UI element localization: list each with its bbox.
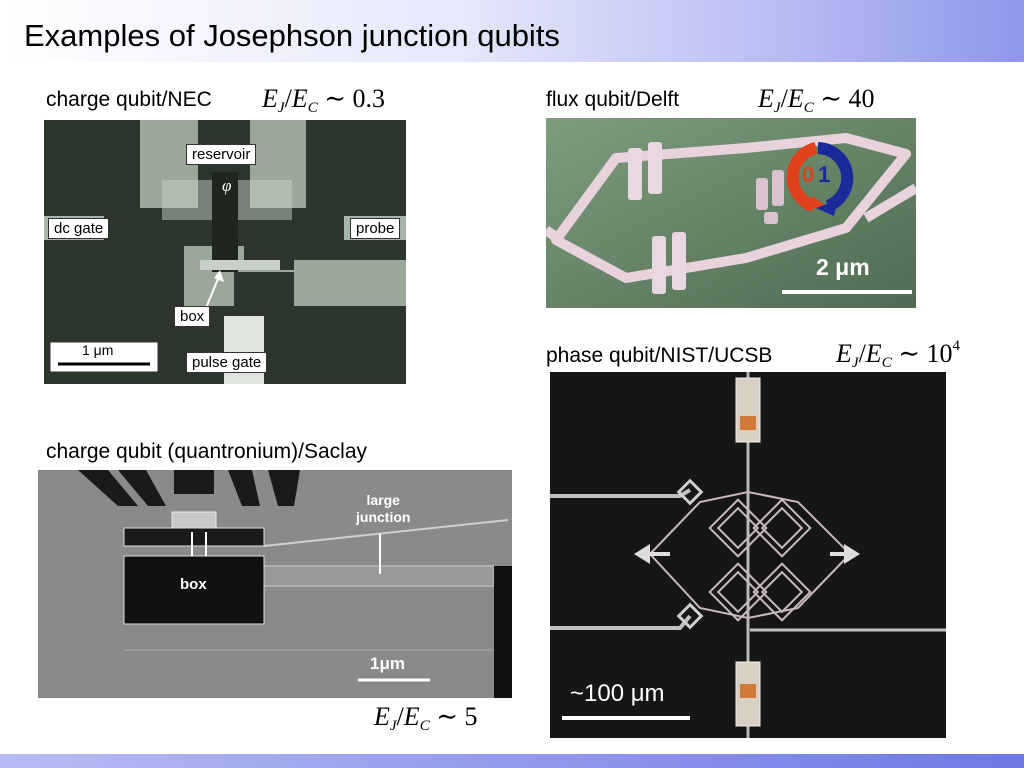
- nist-caption: phase qubit/NIST/UCSB: [546, 344, 773, 367]
- ec-symbol: E: [865, 339, 882, 368]
- box-label: box: [174, 306, 211, 327]
- saclay-ratio-value: 5: [464, 702, 478, 731]
- delft-caption: flux qubit/Delft: [546, 88, 680, 111]
- slash: /: [284, 84, 292, 113]
- slide-title: Examples of Josephson junction qubits: [24, 18, 560, 53]
- phi-label: φ: [222, 176, 232, 195]
- slash: /: [780, 84, 788, 113]
- nec-micrograph: reservoir φ dc gate probe box 1 μm pulse…: [44, 120, 406, 384]
- saclay-micrograph: large junction box 1μm: [38, 470, 512, 698]
- saclay-caption: charge qubit (quantronium)/Saclay: [46, 440, 368, 463]
- ec-subscript: C: [803, 100, 814, 116]
- large-junction-line2: junction: [356, 509, 411, 525]
- ej-subscript: J: [277, 100, 285, 116]
- ej-subscript: J: [773, 100, 781, 116]
- ej-symbol: E: [262, 84, 278, 113]
- ej-symbol: E: [836, 339, 852, 368]
- ej-subscript: J: [389, 718, 397, 734]
- bottom-bar: [0, 754, 1024, 768]
- nist-scale-label: ~100 μm: [570, 680, 665, 707]
- state-1-label: 1: [818, 162, 831, 187]
- nec-caption: charge qubit/NEC: [46, 88, 212, 111]
- ec-symbol: E: [403, 702, 420, 731]
- pulse-gate-label: pulse gate: [186, 352, 268, 373]
- saclay-ratio: EJ/EC ∼ 5: [374, 702, 478, 735]
- state-0-label: 0: [802, 162, 815, 187]
- title-bar: [0, 0, 1024, 62]
- nist-micrograph-drawing: [550, 372, 946, 738]
- ec-subscript: C: [307, 100, 318, 116]
- slash: /: [858, 339, 866, 368]
- saclay-micrograph-drawing: [38, 470, 512, 698]
- nec-ratio-value: 0.3: [352, 84, 386, 113]
- probe-label: probe: [350, 218, 401, 239]
- sim-symbol: ∼: [820, 84, 842, 113]
- delft-micrograph-drawing: [546, 118, 916, 308]
- saclay-scale-label: 1μm: [370, 654, 405, 673]
- sim-symbol: ∼: [324, 84, 346, 113]
- ej-symbol: E: [374, 702, 390, 731]
- delft-scale-label: 2 μm: [816, 254, 870, 280]
- nist-micrograph: ~100 μm: [550, 372, 946, 738]
- nec-ratio: EJ/EC ∼ 0.3: [262, 84, 385, 117]
- reservoir-label: reservoir: [186, 144, 257, 165]
- ec-subscript: C: [881, 355, 892, 371]
- delft-ratio: EJ/EC ∼ 40: [758, 84, 875, 117]
- ec-subscript: C: [419, 718, 430, 734]
- nist-ratio-value: 10: [926, 339, 953, 368]
- nec-scale-label: 1 μm: [82, 342, 114, 358]
- saclay-box-label: box: [180, 576, 207, 593]
- dc-gate-label: dc gate: [48, 218, 110, 239]
- ec-symbol: E: [787, 84, 804, 113]
- slash: /: [396, 702, 404, 731]
- ej-subscript: J: [851, 355, 859, 371]
- delft-micrograph: 0 1 2 μm: [546, 118, 916, 308]
- delft-ratio-value: 40: [848, 84, 875, 113]
- large-junction-line1: large: [366, 492, 400, 508]
- ej-symbol: E: [758, 84, 774, 113]
- sim-symbol: ∼: [898, 339, 920, 368]
- ec-symbol: E: [291, 84, 308, 113]
- nist-ratio-exponent: 4: [952, 338, 961, 354]
- large-junction-label: large junction: [356, 492, 410, 526]
- sim-symbol: ∼: [436, 702, 458, 731]
- nist-ratio: EJ/EC ∼ 104: [836, 338, 960, 372]
